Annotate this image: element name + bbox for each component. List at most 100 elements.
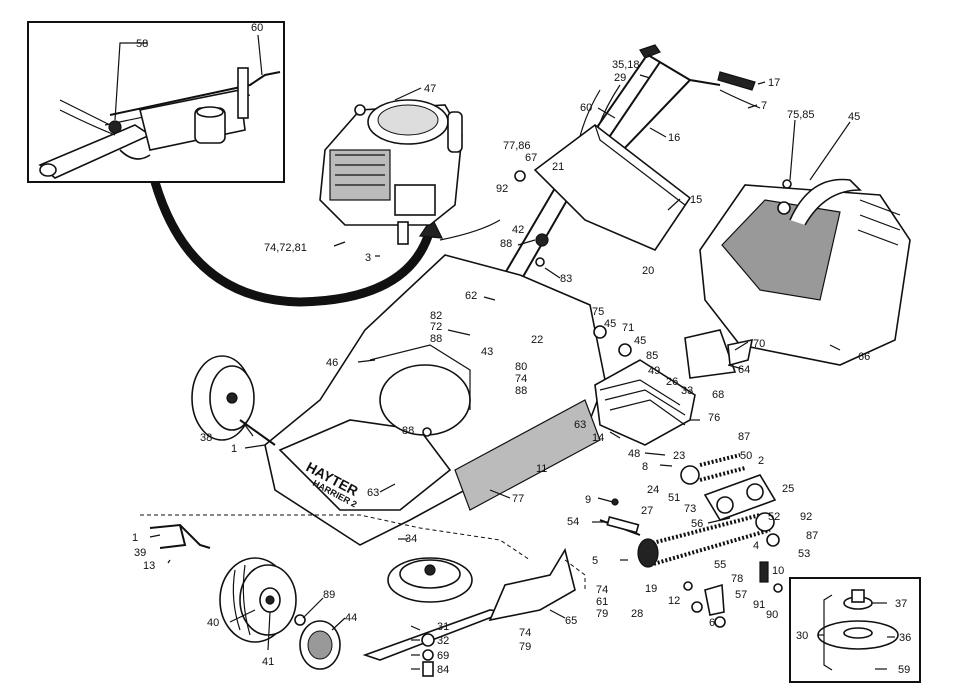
washer-89 bbox=[294, 614, 306, 626]
inset-throttle-detail bbox=[27, 21, 285, 183]
hub-cap bbox=[299, 620, 341, 670]
callout-80: 80 bbox=[515, 361, 527, 373]
callout-55: 55 bbox=[714, 559, 726, 571]
grass-bag-frame bbox=[533, 123, 692, 251]
callout-39: 39 bbox=[134, 547, 146, 559]
callout-23: 23 bbox=[673, 450, 685, 462]
callout-76: 76 bbox=[708, 412, 720, 424]
callout-66: 66 bbox=[858, 351, 870, 363]
callout-27: 27 bbox=[641, 505, 653, 517]
callout-79b: 79 bbox=[519, 641, 531, 653]
callout-88c: 88 bbox=[515, 385, 527, 397]
callout-83: 83 bbox=[560, 273, 572, 285]
callout-68: 68 bbox=[712, 389, 724, 401]
callout-4: 4 bbox=[753, 540, 759, 552]
callout-15: 15 bbox=[690, 194, 702, 206]
callout-25: 25 bbox=[782, 483, 794, 495]
callout-1a: 1 bbox=[231, 443, 237, 455]
front-wheel bbox=[219, 557, 297, 643]
engine bbox=[319, 99, 463, 245]
cutter-cylinder bbox=[594, 359, 696, 446]
callout-12: 12 bbox=[668, 595, 680, 607]
callout-13: 13 bbox=[143, 560, 155, 572]
callout-88a: 88 bbox=[500, 238, 512, 250]
callout-7: 7 bbox=[761, 100, 767, 112]
callout-62: 62 bbox=[465, 290, 477, 302]
grass-box bbox=[699, 178, 911, 366]
callout-26: 26 bbox=[666, 376, 678, 388]
callout-60a: 60 bbox=[251, 22, 263, 34]
callout-71: 71 bbox=[622, 322, 634, 334]
callout-10: 10 bbox=[772, 565, 784, 577]
assembly-guide-line bbox=[140, 514, 531, 561]
callout-53: 53 bbox=[798, 548, 810, 560]
connector-arrow bbox=[150, 180, 435, 307]
callout-45c: 45 bbox=[634, 335, 646, 347]
callout-6: 6 bbox=[709, 617, 715, 629]
callout-74a: 74 bbox=[515, 373, 527, 385]
callout-60b: 60 bbox=[580, 102, 592, 114]
callout-77-86: 77,86 bbox=[503, 140, 531, 152]
callout-61: 61 bbox=[596, 596, 608, 608]
callout-91: 91 bbox=[753, 599, 765, 611]
callout-56: 56 bbox=[691, 518, 703, 530]
callout-19: 19 bbox=[645, 583, 657, 595]
callout-67: 67 bbox=[525, 152, 537, 164]
callout-3: 3 bbox=[365, 252, 371, 264]
callout-78: 78 bbox=[731, 573, 743, 585]
callout-69: 69 bbox=[437, 650, 449, 662]
callout-92a: 92 bbox=[496, 183, 508, 195]
callout-54: 54 bbox=[567, 516, 579, 528]
callout-5: 5 bbox=[592, 555, 598, 567]
callout-51: 51 bbox=[668, 492, 680, 504]
mower-deck bbox=[264, 254, 606, 546]
fasteners bbox=[514, 170, 792, 628]
callout-87a: 87 bbox=[738, 431, 750, 443]
callout-74-72-81: 74,72,81 bbox=[264, 242, 307, 254]
callout-2: 2 bbox=[758, 455, 764, 467]
callout-75-85: 75,85 bbox=[787, 109, 815, 121]
callout-29: 29 bbox=[614, 72, 626, 84]
callout-36: 36 bbox=[899, 632, 911, 644]
callout-1b: 1 bbox=[132, 532, 138, 544]
front-axle bbox=[149, 523, 211, 549]
callout-63a: 63 bbox=[574, 419, 586, 431]
callout-49: 49 bbox=[648, 365, 660, 377]
callout-35-18: 35,18 bbox=[612, 59, 640, 71]
callout-9: 9 bbox=[585, 494, 591, 506]
callout-24: 24 bbox=[647, 484, 659, 496]
callout-31: 31 bbox=[437, 621, 449, 633]
callout-30: 30 bbox=[796, 630, 808, 642]
callout-70: 70 bbox=[753, 338, 765, 350]
callout-14: 14 bbox=[592, 432, 604, 444]
callout-34: 34 bbox=[405, 533, 417, 545]
callout-57: 57 bbox=[735, 589, 747, 601]
callout-20: 20 bbox=[642, 265, 654, 277]
callout-48: 48 bbox=[628, 448, 640, 460]
callout-90: 90 bbox=[766, 609, 778, 621]
connector-arrowhead bbox=[418, 216, 444, 239]
callout-46: 46 bbox=[326, 357, 338, 369]
callout-85: 85 bbox=[646, 350, 658, 362]
callout-40: 40 bbox=[207, 617, 219, 629]
callout-74b: 74 bbox=[596, 584, 608, 596]
callout-47: 47 bbox=[424, 83, 436, 95]
chain-drive-upper bbox=[680, 453, 777, 521]
callout-77: 77 bbox=[512, 493, 524, 505]
callout-84: 84 bbox=[437, 664, 449, 676]
callout-41: 41 bbox=[262, 656, 274, 668]
callout-45a: 45 bbox=[848, 111, 860, 123]
callout-8: 8 bbox=[642, 461, 648, 473]
callout-32: 32 bbox=[437, 635, 449, 647]
callout-58: 58 bbox=[136, 38, 148, 50]
rear-wheel-upper bbox=[191, 355, 276, 446]
callout-63b: 63 bbox=[367, 487, 379, 499]
callout-33: 33 bbox=[681, 385, 693, 397]
callout-64: 64 bbox=[738, 364, 750, 376]
chain-drive-lower bbox=[599, 512, 775, 568]
callout-87b: 87 bbox=[806, 530, 818, 542]
callout-21: 21 bbox=[552, 161, 564, 173]
callout-72: 72 bbox=[430, 321, 442, 333]
